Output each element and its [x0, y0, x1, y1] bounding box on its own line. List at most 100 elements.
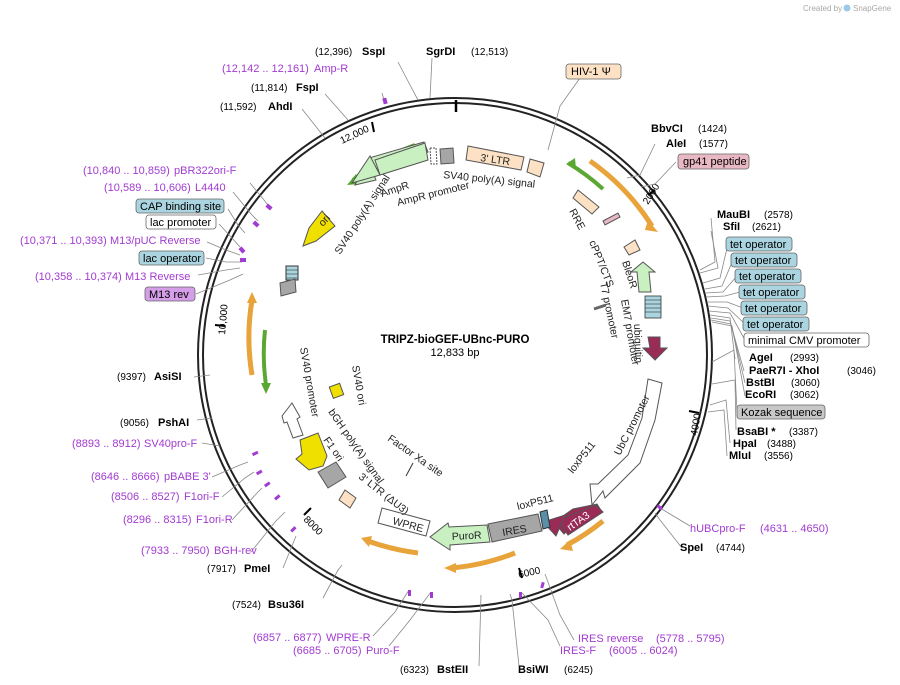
site-name[interactable]: AgeI [749, 352, 773, 364]
ampr-arrowhead [350, 155, 381, 184]
site-name[interactable]: PshAI [158, 417, 189, 429]
primer-name[interactable]: IRES-F [560, 645, 596, 657]
site-pos: (9397) [117, 372, 146, 383]
orange-arc-feature [367, 538, 419, 556]
site-name[interactable]: PaeR7I - XhoI [749, 365, 819, 377]
rtta3-body [557, 504, 604, 536]
loxp-a-label: loxP511 [566, 439, 598, 476]
boxed-feature-m13-rev[interactable]: M13 rev [149, 289, 189, 301]
site-name[interactable]: MauBI [717, 209, 750, 221]
primer-name[interactable]: F1ori-F [184, 491, 220, 503]
primer-name[interactable]: BGH-rev [214, 545, 257, 557]
primer-pos: (7933 .. 7950) [141, 545, 210, 557]
primer-name[interactable]: M13/pUC Reverse [110, 235, 200, 247]
primer-pos: (10,840 .. 10,859) [83, 165, 170, 177]
site-name[interactable]: HpaI [733, 438, 757, 450]
primer-name[interactable]: SV40pro-F [144, 438, 197, 450]
bleor-label: BleoR [619, 259, 639, 290]
site-pos: (4744) [716, 543, 745, 554]
box-bg [742, 316, 810, 332]
ires-label: IRES [501, 523, 527, 539]
site-name[interactable]: BsaBI * [737, 426, 776, 438]
boxed-feature-tet-3[interactable]: tet operator [739, 271, 796, 283]
site-pos: (1424) [698, 124, 727, 135]
green-arc-feature [261, 329, 268, 386]
site-pos: (3488) [767, 439, 796, 450]
tick-label-4000: 4000 [689, 412, 704, 436]
small-ltr-feature [526, 158, 545, 178]
wpre-feature [377, 507, 431, 537]
grey-feature [439, 147, 455, 165]
box-bg [677, 153, 750, 170]
sv40-polya-top-feature [429, 147, 438, 165]
box-bg [725, 236, 793, 252]
primer-name[interactable]: WPRE-R [326, 632, 371, 644]
box-bg [743, 332, 870, 348]
rre-label: RRE [566, 207, 587, 232]
boxed-feature-min-cmv[interactable]: minimal CMV promoter [748, 335, 861, 347]
primer-pos: (4631 .. 4650) [760, 523, 829, 535]
site-name[interactable]: FspI [296, 82, 319, 94]
primer-name[interactable]: M13 Reverse [125, 271, 190, 283]
boxed-feature-tet-6[interactable]: tet operator [747, 319, 804, 331]
box-bg [734, 268, 802, 284]
site-name[interactable]: EcoRI [745, 389, 776, 401]
boxed-feature-gp41[interactable]: gp41 peptide [683, 156, 747, 168]
primer-name[interactable]: Amp-R [314, 63, 348, 75]
boxed-feature-cap[interactable]: CAP binding site [140, 201, 221, 213]
site-name[interactable]: SfiI [723, 221, 740, 233]
sv40-ori-feature [328, 382, 345, 399]
site-name[interactable]: AhdI [268, 101, 292, 113]
tet-operator-feature [644, 295, 662, 319]
tick-label-6000: 6000 [517, 565, 541, 580]
credit-brand: SnapGene [853, 4, 892, 13]
boxed-feature-kozak[interactable]: Kozak sequence [741, 407, 822, 419]
primer-name[interactable]: pBR322ori-F [174, 165, 237, 177]
boxed-feature-lac-promoter[interactable]: lac promoter [150, 217, 211, 229]
boxed-feature-lac-operator[interactable]: lac operator [143, 253, 201, 265]
rre-feature [572, 189, 600, 215]
site-name[interactable]: SgrDI [426, 46, 455, 58]
ori-feature [302, 210, 336, 247]
boxed-feature-tet-2[interactable]: tet operator [735, 255, 792, 267]
box-bg [736, 404, 826, 420]
site-name[interactable]: MluI [729, 450, 751, 462]
tick-mark [214, 324, 226, 327]
f1-ori-feature [295, 432, 328, 471]
boxed-feature-tet-1[interactable]: tet operator [730, 239, 787, 251]
ires-feature [487, 513, 543, 543]
cppt-feature [623, 239, 641, 256]
tick-mark [518, 567, 523, 579]
site-name[interactable]: BsiWI [518, 664, 549, 676]
site-pos: (7917) [207, 564, 236, 575]
site-name[interactable]: AsiSI [154, 371, 182, 383]
sv40-polya-left-label: SV40 poly(A) signal [332, 173, 392, 257]
puror-label: PuroR [452, 529, 483, 543]
bleor-feature [629, 261, 657, 293]
primer-name[interactable]: IRES reverse [578, 633, 643, 645]
site-name[interactable]: AleI [666, 138, 686, 150]
boxed-feature-tet-5[interactable]: tet operator [745, 303, 802, 315]
site-name[interactable]: PmeI [244, 563, 270, 575]
site-name[interactable]: SpeI [680, 542, 703, 554]
primer-name[interactable]: Puro-F [366, 645, 400, 657]
site-pos: (3060) [791, 378, 820, 389]
site-name[interactable]: BbvCI [651, 123, 683, 135]
boxed-feature-hiv1-psi[interactable]: HIV-1 Ψ [571, 66, 611, 78]
box-bg [138, 250, 205, 266]
primer-name[interactable]: F1ori-R [196, 514, 233, 526]
primer-name[interactable]: hUBCpro-F [690, 523, 746, 535]
site-name[interactable]: SspI [362, 46, 385, 58]
site-name[interactable]: BstEII [437, 664, 468, 676]
site-name[interactable]: BstBI [746, 377, 775, 389]
primer-name[interactable]: pBABE 3' [164, 471, 211, 483]
boxed-feature-tet-4[interactable]: tet operator [743, 287, 800, 299]
primer-pos: (8506 .. 8527) [111, 491, 180, 503]
primer-name[interactable]: L4440 [195, 182, 226, 194]
bgh-polya-feature [317, 461, 347, 489]
tick-label-8000: 8000 [301, 514, 325, 538]
sv40-promoter-feature [281, 402, 304, 439]
site-pos: (1577) [699, 139, 728, 150]
orange-arc-feature [588, 158, 655, 228]
site-name[interactable]: Bsu36I [268, 599, 304, 611]
